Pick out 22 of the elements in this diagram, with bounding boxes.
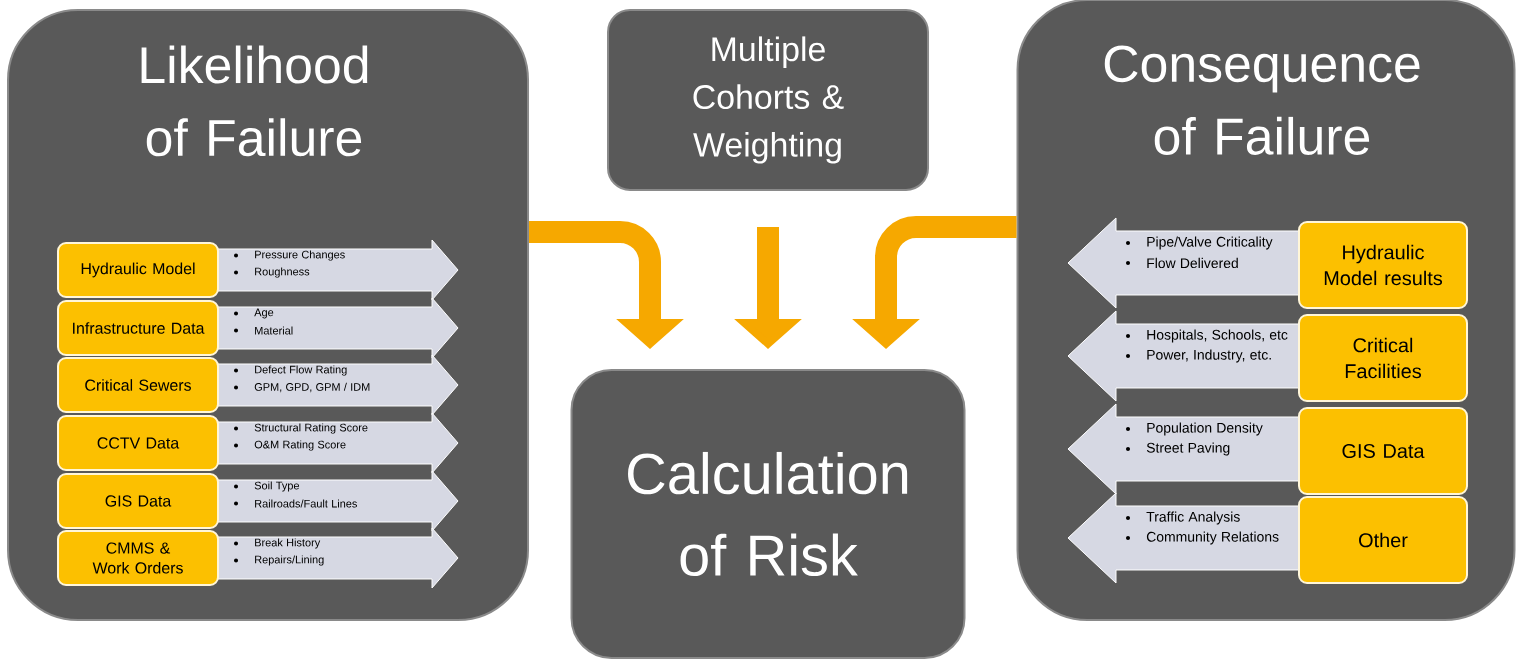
arrow-band: Break History Repairs/Lining	[215, 527, 459, 589]
arrow-band: Age Material	[215, 297, 459, 359]
input-box: CMMS & Work Orders	[57, 530, 219, 586]
input-box: Hydraulic Model results	[1298, 221, 1468, 309]
arrow-band: Structural Rating Score O&M Rating Score	[215, 412, 459, 474]
arrow-band: Soil Type Railroads/Fault Lines	[215, 470, 459, 532]
input-box: CCTV Data	[57, 415, 219, 471]
process-box: Calculation of Risk	[570, 369, 966, 659]
input-box: Infrastructure Data	[57, 300, 219, 356]
input-box: GIS Data	[57, 473, 219, 529]
input-box: Other	[1298, 496, 1468, 584]
arrow-band: Pressure Changes Roughness	[215, 239, 459, 301]
input-box: Hydraulic Model	[57, 242, 219, 298]
process-box: Multiple Cohorts & Weighting	[607, 9, 929, 191]
input-box: Critical Facilities	[1298, 314, 1468, 402]
arrow-band: Defect Flow Rating GPM, GPD, GPM / IDM	[215, 354, 459, 416]
arrow-band: Traffic Analysis Community Relations	[1067, 492, 1307, 584]
input-box: GIS Data	[1298, 407, 1468, 495]
input-box: Critical Sewers	[57, 357, 219, 413]
arrow-band: Hospitals, Schools, etc Power, Industry, etc.	[1067, 310, 1307, 402]
arrow-band: Pipe/Valve Criticality Flow Delivered	[1067, 217, 1307, 309]
arrow-band: Population Density Street Paving	[1067, 403, 1307, 495]
